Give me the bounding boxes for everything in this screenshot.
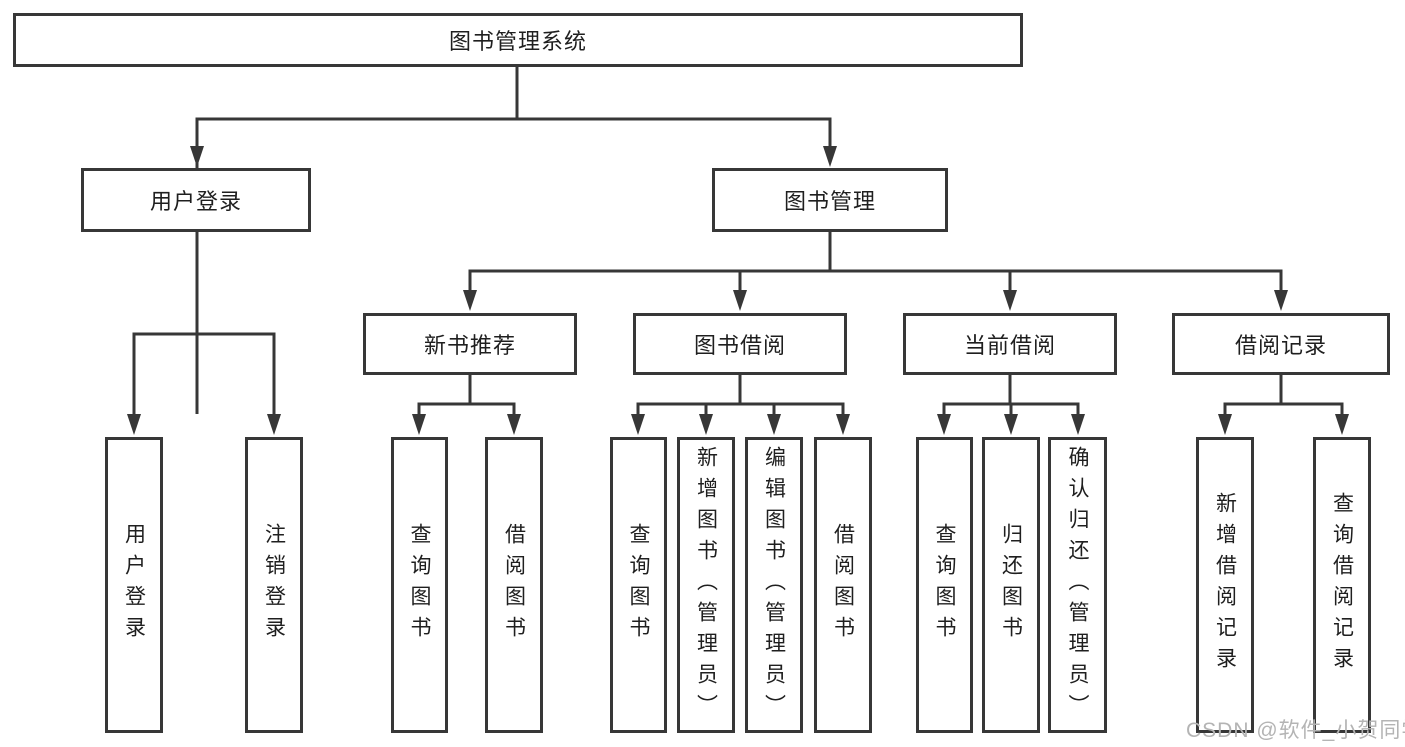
leaf-return-books: 归还图书 bbox=[982, 437, 1040, 733]
leaf-edit-books-admin: 编辑图书（管理员） bbox=[745, 437, 803, 733]
node-book-management-branch: 图书管理 bbox=[712, 168, 948, 232]
leaf-logout: 注销登录 bbox=[245, 437, 303, 733]
node-label: 借阅记录 bbox=[1234, 333, 1327, 358]
csdn-watermark: CSDN @软件_小贺同学 bbox=[1186, 719, 1405, 742]
leaf-label: 新增借阅记录 bbox=[1213, 492, 1237, 678]
leaf-user-login: 用户登录 bbox=[105, 437, 163, 733]
leaf-query-books: 查询图书 bbox=[610, 437, 667, 733]
leaf-label: 归还图书 bbox=[999, 523, 1023, 647]
leaf-label: 查询图书 bbox=[408, 523, 431, 647]
leaf-query-borrow-record: 查询借阅记录 bbox=[1313, 437, 1371, 733]
node-label: 用户登录 bbox=[149, 189, 242, 214]
node-label: 图书管理 bbox=[783, 189, 876, 214]
leaf-label: 借阅图书 bbox=[502, 523, 526, 647]
node-new-book-recommend: 新书推荐 bbox=[363, 313, 577, 375]
leaf-borrow-books: 借阅图书 bbox=[814, 437, 872, 733]
leaf-query-books: 查询图书 bbox=[391, 437, 448, 733]
leaf-label: 编辑图书（管理员） bbox=[762, 445, 786, 725]
node-label: 当前借阅 bbox=[963, 333, 1056, 358]
leaf-label: 新增图书（管理员） bbox=[694, 445, 718, 725]
leaf-query-books: 查询图书 bbox=[916, 437, 973, 733]
node-label: 新书推荐 bbox=[423, 333, 516, 358]
leaf-add-books-admin: 新增图书（管理员） bbox=[677, 437, 735, 733]
node-root-system: 图书管理系统 bbox=[13, 13, 1023, 67]
node-book-borrow: 图书借阅 bbox=[633, 313, 847, 375]
node-user-login-branch: 用户登录 bbox=[81, 168, 311, 232]
leaf-label: 查询借阅记录 bbox=[1330, 492, 1354, 678]
leaf-add-borrow-record: 新增借阅记录 bbox=[1196, 437, 1254, 733]
leaf-label: 查询图书 bbox=[627, 523, 650, 647]
leaf-label: 用户登录 bbox=[122, 523, 146, 647]
leaf-label: 借阅图书 bbox=[831, 523, 855, 647]
leaf-label: 查询图书 bbox=[933, 523, 956, 647]
node-borrow-records: 借阅记录 bbox=[1172, 313, 1390, 375]
leaf-borrow-books: 借阅图书 bbox=[485, 437, 543, 733]
leaf-confirm-return-admin: 确认归还（管理员） bbox=[1048, 437, 1107, 733]
leaf-label: 确认归还（管理员） bbox=[1066, 445, 1089, 725]
node-current-borrow: 当前借阅 bbox=[903, 313, 1117, 375]
node-label: 图书管理系统 bbox=[448, 29, 587, 54]
leaf-label: 注销登录 bbox=[262, 523, 286, 647]
node-label: 图书借阅 bbox=[693, 333, 786, 358]
